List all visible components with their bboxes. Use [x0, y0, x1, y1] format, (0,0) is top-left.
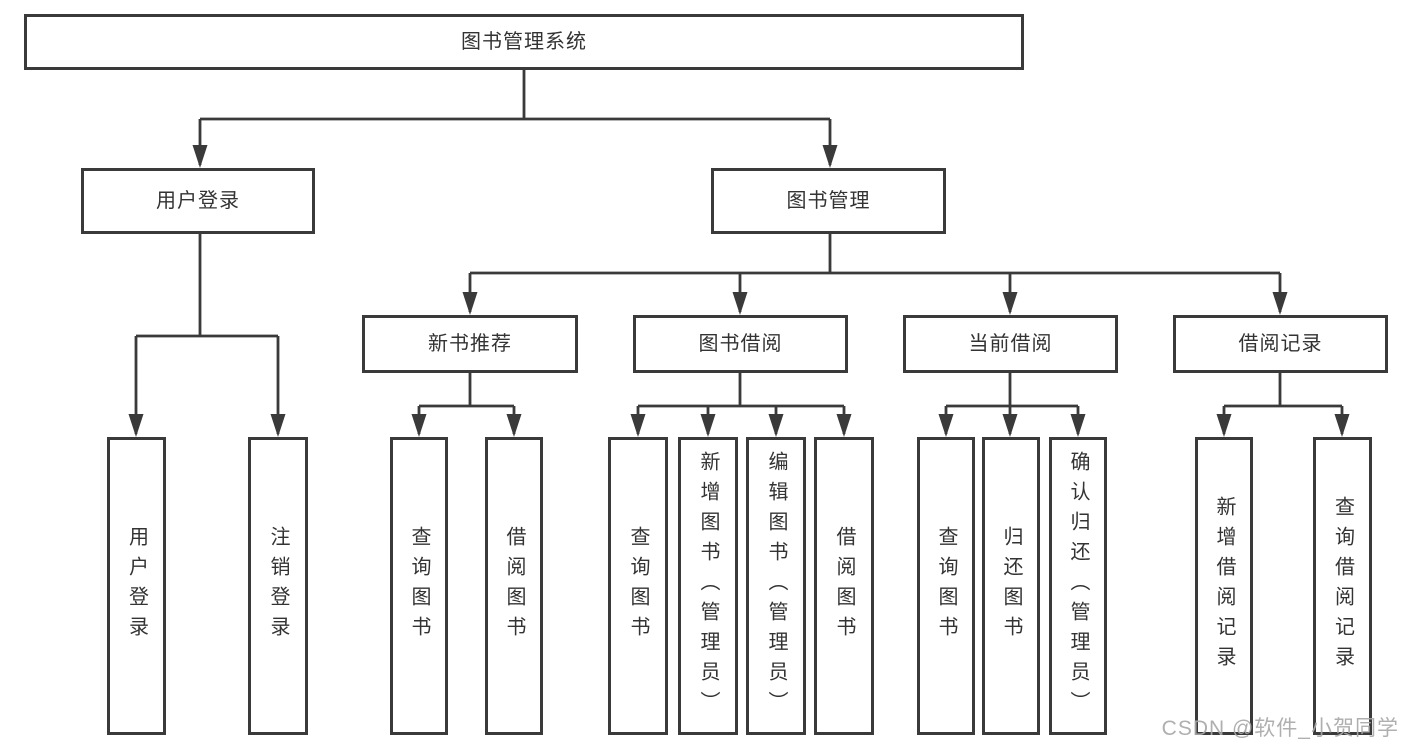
- node-label: 新增图书（管理员）: [697, 451, 719, 721]
- node-label: 图书借阅: [698, 333, 783, 355]
- leaf-query-books-recommend: 查询图书: [390, 437, 448, 735]
- node-label: 用户登录: [156, 190, 240, 212]
- leaf-return-book: 归还图书: [982, 437, 1040, 735]
- node-label: 图书管理系统: [461, 31, 587, 53]
- node-book-borrowing: 图书借阅: [633, 315, 848, 373]
- leaf-confirm-return-admin: 确认归还（管理员）: [1049, 437, 1107, 735]
- node-label: 确认归还（管理员）: [1067, 451, 1089, 721]
- node-label: 归还图书: [1000, 526, 1022, 646]
- node-borrowing-records: 借阅记录: [1173, 315, 1388, 373]
- leaf-add-borrow-record: 新增借阅记录: [1195, 437, 1253, 735]
- node-label: 借阅图书: [503, 526, 525, 646]
- node-label: 编辑图书（管理员）: [765, 451, 787, 721]
- node-label: 当前借阅: [968, 333, 1053, 355]
- node-label: 查询图书: [935, 526, 957, 646]
- node-label: 查询图书: [408, 526, 430, 646]
- node-label: 查询借阅记录: [1331, 496, 1354, 676]
- leaf-add-book-admin: 新增图书（管理员）: [678, 437, 738, 735]
- leaf-query-books-current: 查询图书: [917, 437, 975, 735]
- node-book-management: 图书管理: [711, 168, 946, 234]
- leaf-borrow-books: 借阅图书: [814, 437, 874, 735]
- node-new-book-recommendation: 新书推荐: [362, 315, 578, 373]
- leaf-user-login: 用户登录: [107, 437, 166, 735]
- node-label: 借阅图书: [833, 526, 855, 646]
- csdn-watermark: CSDN @软件_小贺同学: [1161, 717, 1399, 740]
- leaf-query-books-borrow: 查询图书: [608, 437, 668, 735]
- node-user-login: 用户登录: [81, 168, 315, 234]
- node-label: 用户登录: [125, 526, 148, 646]
- node-label: 注销登录: [267, 526, 289, 646]
- leaf-edit-book-admin: 编辑图书（管理员）: [746, 437, 806, 735]
- arrowhead-icons: [128, 145, 1350, 437]
- node-label: 新书推荐: [428, 333, 512, 355]
- leaf-logout: 注销登录: [248, 437, 308, 735]
- node-label: 借阅记录: [1238, 333, 1323, 355]
- node-label: 图书管理: [786, 190, 871, 212]
- node-current-borrowing: 当前借阅: [903, 315, 1118, 373]
- node-label: 新增借阅记录: [1213, 496, 1235, 676]
- leaf-borrow-books-recommend: 借阅图书: [485, 437, 543, 735]
- node-library-management-system: 图书管理系统: [24, 14, 1024, 70]
- leaf-query-borrow-record: 查询借阅记录: [1313, 437, 1372, 735]
- node-label: 查询图书: [627, 526, 649, 646]
